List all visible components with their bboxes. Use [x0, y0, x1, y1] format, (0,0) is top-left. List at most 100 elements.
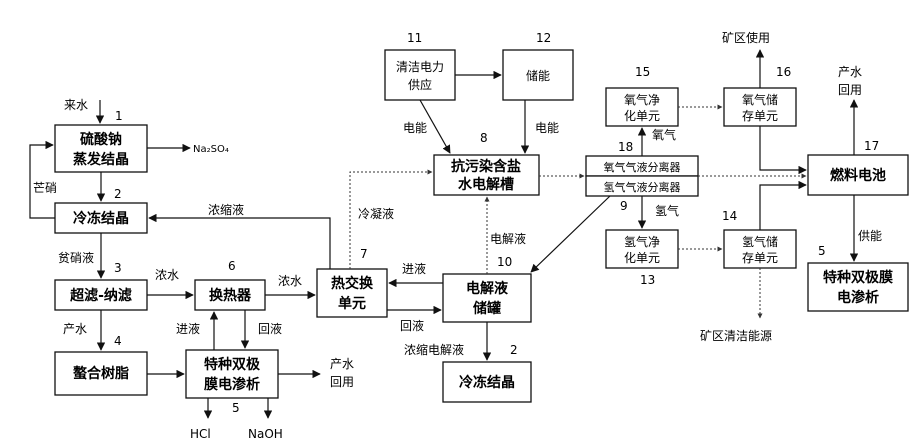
- box-saline-water-electrolyzer: 抗污染含盐 水电解槽: [434, 155, 539, 195]
- num-12: 12: [536, 31, 551, 45]
- svg-text:水电解槽: 水电解槽: [458, 176, 514, 193]
- label-hcl: HCl: [190, 427, 211, 441]
- box-energy-storage: 储能: [503, 50, 573, 100]
- dotted-flow-arrows: [350, 107, 806, 318]
- num-4: 4: [114, 334, 122, 348]
- svg-text:储罐: 储罐: [472, 300, 501, 317]
- svg-text:氢气气液分离器: 氢气气液分离器: [604, 180, 681, 194]
- box-clean-power-supply: 清洁电力 供应: [385, 50, 455, 100]
- box-hydrogen-purification: 氢气净 化单元: [606, 230, 678, 268]
- label-electric-energy-1: 电能: [403, 121, 427, 135]
- svg-text:氧气净: 氧气净: [624, 92, 660, 107]
- svg-text:供应: 供应: [408, 77, 432, 92]
- num-10: 10: [497, 255, 512, 269]
- label-return-2: 回液: [400, 318, 424, 333]
- label-mine-clean-energy: 矿区清洁能源: [700, 329, 772, 343]
- svg-text:氧气气液分离器: 氧气气液分离器: [604, 160, 681, 174]
- label-concentrated-electrolyte: 浓缩电解液: [404, 342, 464, 357]
- num-5-bottom: 5: [232, 401, 240, 415]
- box-fuel-cell: 燃料电池: [808, 155, 908, 195]
- box-ultrafiltration-nanofiltration: 超滤-纳滤: [55, 280, 147, 310]
- svg-text:特种双极膜: 特种双极膜: [823, 269, 893, 286]
- num-17: 17: [864, 139, 879, 153]
- svg-text:特种双极: 特种双极: [204, 356, 261, 373]
- svg-text:超滤-纳滤: 超滤-纳滤: [69, 287, 132, 304]
- svg-text:热交换: 热交换: [331, 275, 374, 292]
- num-7: 7: [360, 247, 368, 261]
- box-hydrogen-storage: 氢气储 存单元: [724, 230, 796, 268]
- box-oxygen-purification: 氧气净 化单元: [606, 88, 678, 126]
- svg-text:存单元: 存单元: [742, 251, 778, 265]
- box-oxygen-separator: 氧气气液分离器: [586, 156, 698, 176]
- box-hydrogen-separator: 氢气气液分离器: [586, 176, 698, 196]
- num-14: 14: [722, 209, 737, 223]
- num-2-bottom: 2: [510, 343, 518, 357]
- num-2-top: 2: [114, 187, 122, 201]
- num-16: 16: [776, 65, 791, 79]
- box-heat-exchange-unit: 热交换 单元: [317, 269, 387, 317]
- box-bipolar-membrane-ed-bottom: 特种双极 膜电渗析: [186, 350, 278, 398]
- label-product-water-reuse-2: 回用: [330, 375, 354, 389]
- label-product-water-top-2: 回用: [838, 83, 862, 97]
- svg-text:储能: 储能: [526, 68, 550, 83]
- label-naoh: NaOH: [248, 427, 283, 441]
- num-6: 6: [228, 259, 236, 273]
- label-hydrogen: 氢气: [655, 203, 679, 218]
- label-product-water: 产水: [63, 322, 87, 336]
- svg-text:燃料电池: 燃料电池: [830, 167, 886, 184]
- svg-text:电渗析: 电渗析: [837, 289, 879, 306]
- box-freeze-crystallization-bottom: 冷冻结晶: [443, 362, 531, 402]
- label-oxygen: 氧气: [652, 127, 676, 142]
- svg-text:化单元: 化单元: [624, 251, 660, 265]
- svg-text:硫酸钠: 硫酸钠: [80, 131, 122, 148]
- svg-text:存单元: 存单元: [742, 109, 778, 123]
- box-bipolar-membrane-ed-right: 特种双极膜 电渗析: [808, 263, 908, 311]
- label-feed-2: 进液: [402, 261, 426, 276]
- svg-text:化单元: 化单元: [624, 109, 660, 123]
- svg-text:电解液: 电解液: [466, 280, 509, 297]
- num-15: 15: [635, 65, 650, 79]
- label-concentrate-2: 浓水: [278, 274, 302, 288]
- svg-text:氧气储: 氧气储: [742, 92, 778, 107]
- svg-text:蒸发结晶: 蒸发结晶: [73, 151, 129, 168]
- label-na2so4: Na₂SO₄: [193, 144, 229, 155]
- box-oxygen-storage: 氧气储 存单元: [724, 88, 796, 126]
- svg-text:冷冻结晶: 冷冻结晶: [73, 210, 129, 227]
- label-concentrated-liquid: 浓缩液: [208, 202, 244, 217]
- box-electrolyte-tank: 电解液 储罐: [443, 274, 531, 322]
- label-electric-energy-2: 电能: [535, 121, 559, 135]
- label-power-supply: 供能: [858, 229, 882, 243]
- num-11: 11: [407, 31, 422, 45]
- num-13: 13: [640, 273, 655, 287]
- box-sodium-sulfate-evaporation: 硫酸钠 蒸发结晶: [55, 125, 147, 172]
- label-mirabilite: 芒硝: [33, 180, 57, 195]
- svg-text:氢气储: 氢气储: [742, 234, 778, 249]
- svg-text:氢气净: 氢气净: [624, 234, 660, 249]
- label-condensate: 冷凝液: [358, 206, 394, 221]
- svg-text:螯合树脂: 螯合树脂: [72, 365, 129, 382]
- label-feed-1: 进液: [176, 321, 200, 336]
- box-chelating-resin: 螯合树脂: [55, 352, 147, 395]
- box-freeze-crystallization-top: 冷冻结晶: [55, 203, 147, 233]
- num-18: 18: [618, 140, 633, 154]
- svg-text:冷冻结晶: 冷冻结晶: [459, 374, 515, 391]
- svg-text:膜电渗析: 膜电渗析: [204, 376, 260, 393]
- label-return-1: 回液: [258, 321, 282, 336]
- label-lean-nitrate-liquid: 贫硝液: [58, 250, 94, 265]
- box-heat-exchanger: 换热器: [195, 280, 265, 310]
- label-electrolyte: 电解液: [490, 231, 526, 246]
- label-concentrate-1: 浓水: [155, 268, 179, 282]
- num-5-right: 5: [818, 244, 826, 258]
- num-1: 1: [115, 109, 123, 123]
- svg-text:清洁电力: 清洁电力: [396, 60, 444, 74]
- svg-text:换热器: 换热器: [209, 287, 252, 304]
- label-product-water-top-1: 产水: [838, 65, 862, 79]
- num-8: 8: [480, 131, 488, 145]
- label-mine-use: 矿区使用: [722, 30, 770, 45]
- svg-text:单元: 单元: [338, 295, 366, 312]
- label-incoming-water: 来水: [64, 98, 88, 112]
- num-3: 3: [114, 261, 122, 275]
- label-product-water-reuse-1: 产水: [330, 357, 354, 371]
- svg-text:抗污染含盐: 抗污染含盐: [451, 158, 521, 175]
